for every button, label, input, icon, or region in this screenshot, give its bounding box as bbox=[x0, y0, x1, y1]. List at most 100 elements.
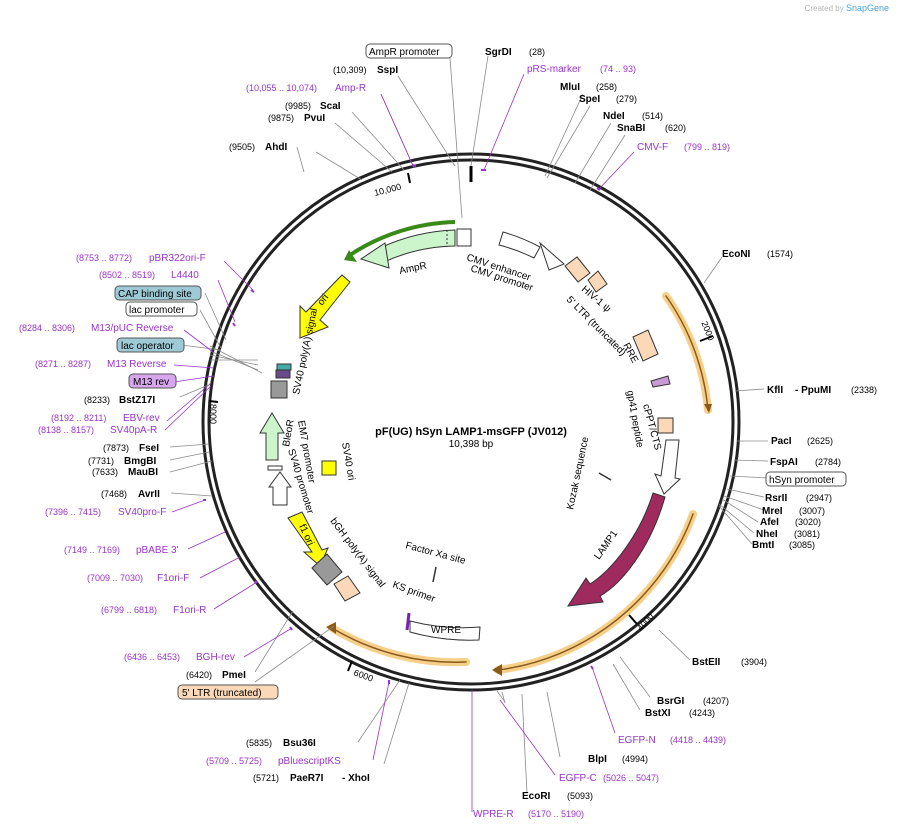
sspi-name: SspI bbox=[377, 65, 398, 76]
pbabe-primer: pBABE 3' bbox=[136, 545, 179, 556]
hsyn-arrow bbox=[654, 439, 682, 495]
factor-xa-mark bbox=[432, 566, 437, 583]
m13rev-box bbox=[128, 373, 177, 389]
f1r-range: (6799 .. 6818) bbox=[101, 605, 157, 615]
snapgene-logo: SnapGene bbox=[845, 3, 889, 13]
pbr-range: (8753 .. 8772) bbox=[76, 253, 132, 263]
f1f-primer: F1ori-F bbox=[157, 573, 189, 584]
bmgbi-name: BmgBI bbox=[124, 456, 156, 467]
ampr-backbone-arc bbox=[348, 220, 456, 257]
l4440-range: (8502 .. 8519) bbox=[99, 270, 155, 280]
hsyn-box bbox=[765, 471, 847, 487]
xhoi-name: - XhoI bbox=[342, 773, 370, 784]
egfpn-range: (4418 .. 4439) bbox=[670, 735, 726, 745]
gp41-box bbox=[657, 417, 674, 434]
nhei-name: NheI bbox=[756, 529, 778, 540]
cmv-arrow bbox=[498, 231, 565, 271]
lacp-label: lac promoter bbox=[129, 305, 185, 316]
primer-leader-lines bbox=[164, 73, 635, 812]
sv40pro-primer: SV40pro-F bbox=[118, 507, 166, 518]
f1r-primer: F1ori-R bbox=[173, 605, 206, 616]
ori-arrow bbox=[299, 274, 351, 339]
plasmid-length: 10,398 bp bbox=[449, 439, 494, 450]
kozak-label: Kozak sequence bbox=[565, 436, 591, 511]
sspi-pos: (10,309) bbox=[333, 65, 367, 75]
ampr-label: AmpR bbox=[398, 260, 427, 277]
laco-box bbox=[116, 337, 185, 353]
cap-box bbox=[114, 285, 202, 301]
m13rev-range: (8271 .. 8287) bbox=[35, 359, 91, 369]
wpre-arrow bbox=[409, 620, 481, 641]
econi-name: EcoNI bbox=[722, 249, 751, 260]
wprer-range: (5170 .. 5190) bbox=[528, 809, 584, 819]
kfli-name: KflI bbox=[767, 385, 783, 396]
fspai-pos: (2784) bbox=[815, 457, 841, 467]
mrei-pos: (3007) bbox=[799, 506, 825, 516]
ampr-primer: Amp-R bbox=[335, 83, 366, 94]
ampr-arrow bbox=[359, 228, 472, 269]
ltr-label-box bbox=[177, 684, 279, 700]
maubi-pos: (7633) bbox=[92, 467, 118, 477]
bgh-primer: BGH-rev bbox=[196, 652, 235, 663]
pvui-pos: (9875) bbox=[268, 113, 294, 123]
svg-text:10,000: 10,000 bbox=[373, 182, 402, 198]
sv40-ori-box bbox=[321, 460, 337, 476]
blpi-name: BlpI bbox=[588, 754, 607, 765]
rsrii-name: RsrII bbox=[765, 493, 787, 504]
bmgbi-pos: (7731) bbox=[88, 456, 114, 466]
bleor-arrow bbox=[259, 412, 285, 461]
em7-box bbox=[267, 465, 283, 471]
sv40-polya-box bbox=[276, 363, 292, 371]
plasmid-name: pF(UG) hSyn LAMP1-msGFP (JV012) bbox=[375, 426, 567, 438]
fsei-pos: (7873) bbox=[103, 443, 129, 453]
maubi-name: MauBI bbox=[128, 467, 158, 478]
bsrgi-name: BsrGI bbox=[657, 696, 684, 707]
bgh-label: bGH poly(A) signal bbox=[328, 516, 387, 590]
ndei-pos: (514) bbox=[642, 111, 663, 121]
snabi-pos: (620) bbox=[665, 123, 686, 133]
l4440-primer: L4440 bbox=[171, 270, 199, 281]
ppumi-pos: (2338) bbox=[851, 385, 877, 395]
sv40pro-range: (7396 .. 7415) bbox=[45, 507, 101, 517]
nhei-pos: (3081) bbox=[794, 529, 820, 539]
amprp-box bbox=[365, 43, 453, 59]
cmvf-primer: CMV-F bbox=[637, 142, 668, 153]
bstxi-pos: (4243) bbox=[689, 708, 715, 718]
mlui-name: MluI bbox=[560, 82, 580, 93]
ecori-pos: (5093) bbox=[567, 791, 593, 801]
bsteii-name: BstEII bbox=[692, 657, 721, 668]
plasmid-backbone bbox=[201, 152, 741, 692]
cmvf-range: (799 .. 819) bbox=[684, 142, 730, 152]
egfpc-primer: EGFP-C bbox=[559, 773, 597, 784]
bsu-name: Bsu36I bbox=[283, 738, 316, 749]
egfpc-range: (5026 .. 5047) bbox=[603, 773, 659, 783]
avrii-pos: (7468) bbox=[101, 489, 127, 499]
bsu-pos: (5835) bbox=[246, 738, 272, 748]
bsteii-pos: (3904) bbox=[741, 657, 767, 667]
scai-pos: (9985) bbox=[285, 101, 311, 111]
credit-line: Created by SnapGene bbox=[805, 3, 889, 13]
snabi-name: SnaBI bbox=[617, 123, 646, 134]
paci-name: PacI bbox=[771, 436, 792, 447]
ecori-name: EcoRI bbox=[522, 791, 551, 802]
pmei-pos: (6420) bbox=[186, 670, 212, 680]
ampr-arc-arrowhead bbox=[344, 250, 357, 262]
bleor-label: BleoR bbox=[281, 419, 297, 448]
lamp1-arrow bbox=[567, 492, 666, 607]
pmei-name: PmeI bbox=[222, 670, 246, 681]
ampr-range: (10,055 .. 10,074) bbox=[246, 83, 317, 93]
primer-marks bbox=[203, 164, 601, 684]
wprer-primer: WPRE-R bbox=[473, 809, 514, 820]
primer-box bbox=[275, 369, 291, 379]
wpre-label: WPRE bbox=[431, 625, 461, 636]
bmti-pos: (3085) bbox=[789, 540, 815, 550]
lacp-box bbox=[125, 301, 198, 317]
pbabe-range: (7149 .. 7169) bbox=[64, 545, 120, 555]
prs-marker: pRS-marker bbox=[527, 64, 582, 75]
mrei-name: MreI bbox=[762, 506, 783, 517]
mlui-pos: (258) bbox=[596, 82, 617, 92]
ori-label: ori bbox=[316, 292, 332, 308]
sv40pa-range: (8138 .. 8157) bbox=[38, 425, 94, 435]
kozak-mark bbox=[598, 472, 612, 481]
hsyn-label: hSyn promoter bbox=[769, 475, 835, 486]
